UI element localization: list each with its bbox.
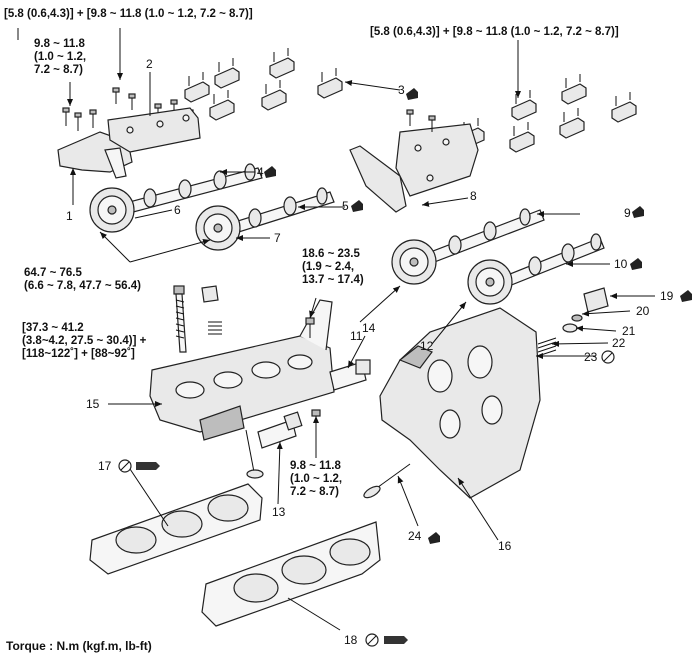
valve-spring-22 [537, 337, 557, 357]
callout-11: 11 [350, 329, 363, 343]
do-not-reuse-icon [118, 350, 615, 647]
retainer-20 [571, 314, 583, 322]
callout-7: 7 [274, 231, 281, 245]
callout-19: 19 [660, 289, 674, 303]
torque-spec-lower: 9.8 ~ 11.8 (1.0 ~ 1.2, 7.2 ~ 8.7) [290, 460, 343, 498]
callout-18: 18 [344, 633, 358, 647]
camshaft-10 [499, 233, 605, 289]
callout-13: 13 [272, 505, 286, 519]
callout-17: 17 [98, 459, 112, 473]
valve-left [245, 429, 264, 479]
callout-14: 14 [362, 321, 376, 335]
head-gasket-17 [89, 483, 263, 575]
torque-spec-sprocket: 64.7 ~ 76.5 (6.6 ~ 7.8, 47.7 ~ 56.4) [24, 267, 141, 292]
callout-3: 3 [398, 83, 405, 97]
callout-23: 23 [584, 350, 598, 364]
camshaft-5 [221, 187, 335, 237]
retainer-21 [562, 323, 578, 333]
intake-camshaft-sprocket-6 [89, 187, 135, 233]
torque-spec-top-right: [5.8 (0.6,4.3)] + [9.8 ~ 11.8 (1.0 ~ 1.2… [370, 26, 619, 38]
exhaust-camshaft-sprocket-12 [467, 259, 513, 305]
leader-lines [17, 28, 655, 631]
cylinder-head-right-16 [379, 307, 541, 499]
torque-units-footnote: Torque : N.m (kgf.m, lb-ft) [6, 639, 152, 653]
camshaft-bracket-left [107, 107, 201, 153]
callout-15: 15 [86, 397, 100, 411]
bolts-bracket-left [112, 87, 194, 126]
callout-8: 8 [470, 189, 477, 203]
callout-9: 9 [624, 206, 631, 220]
bearing-caps-left [184, 48, 343, 121]
sealant-tube-icon [136, 462, 408, 644]
valve-24 [363, 463, 411, 499]
callout-1: 1 [66, 209, 73, 223]
cylinder-head-left-15 [149, 299, 335, 441]
exhaust-camshaft-sprocket-7 [195, 205, 241, 251]
torque-spec-cam-bracket: 9.8 ~ 11.8 (1.0 ~ 1.2, 7.2 ~ 8.7) [34, 38, 87, 76]
callout-20: 20 [636, 304, 650, 318]
valve-lifter-19 [583, 287, 609, 313]
torque-spec-head-bolt: [37.3 ~ 41.2 (3.8~4.2, 27.5 ~ 30.4)] + [… [22, 322, 147, 360]
front-bearing-cap-right [349, 109, 479, 213]
callout-5: 5 [342, 199, 349, 213]
intake-camshaft-sprocket-11 [391, 239, 437, 285]
valve-spring-left [208, 321, 222, 335]
cylinder-head-bolt [173, 285, 187, 353]
callout-2: 2 [146, 57, 153, 71]
callout-4: 4 [257, 165, 264, 179]
callout-16: 16 [498, 539, 512, 553]
callout-24: 24 [408, 529, 422, 543]
oil-control-valve-13 [257, 411, 303, 449]
callout-10: 10 [614, 257, 628, 271]
valve-lifter-left [201, 285, 219, 303]
head-gasket-18 [201, 521, 381, 627]
callout-21: 21 [622, 324, 636, 338]
camshaft-9 [419, 208, 545, 267]
callout-22: 22 [612, 336, 626, 350]
callout-6: 6 [174, 203, 181, 217]
callout-12: 12 [420, 339, 434, 353]
oil-can-icon [264, 88, 692, 544]
torque-spec-ocv: 18.6 ~ 23.5 (1.9 ~ 2.4, 13.7 ~ 17.4) [302, 248, 364, 286]
bolts-left-cap [62, 107, 97, 131]
bearing-caps-right [459, 74, 637, 153]
torque-spec-top-left: [5.8 (0.6,4.3)] + [9.8 ~ 11.8 (1.0 ~ 1.2… [4, 8, 253, 20]
